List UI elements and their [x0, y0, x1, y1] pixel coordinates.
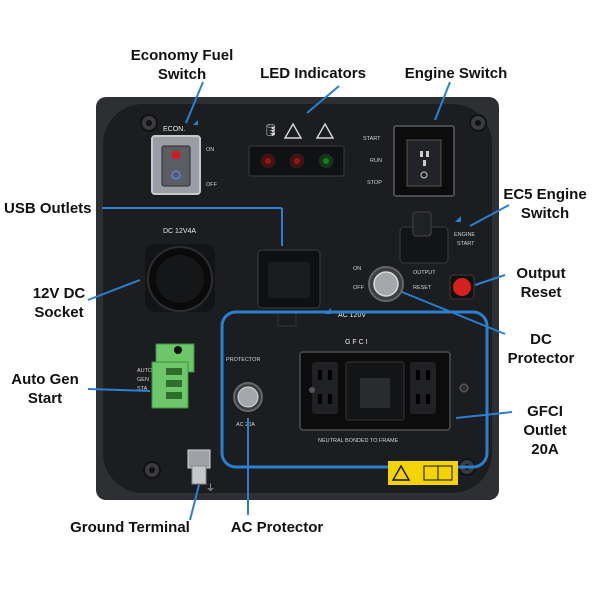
- svg-text:PROTECTOR: PROTECTOR: [226, 357, 260, 363]
- warning-icon: [391, 464, 411, 481]
- ac-section-outline: [220, 310, 489, 469]
- callout-led-indicators: LED Indicators: [260, 65, 366, 82]
- svg-text:RESET: RESET: [413, 285, 432, 291]
- svg-text:START: START: [363, 136, 381, 142]
- svg-text:START: START: [457, 241, 475, 247]
- warning-icon: [283, 122, 303, 139]
- svg-text:STA: STA: [137, 386, 148, 392]
- svg-text:G F C I: G F C I: [345, 339, 368, 346]
- svg-text:OUTPUT: OUTPUT: [413, 270, 436, 276]
- ground-icon: ⏚: [206, 483, 215, 493]
- svg-text:ON: ON: [206, 147, 214, 153]
- ac-protector[interactable]: [230, 378, 266, 414]
- oil-warning-icon: 🛢: [263, 123, 278, 137]
- svg-text:AC 120V: AC 120V: [338, 312, 366, 319]
- callout-output-reset: Output Reset: [516, 265, 566, 301]
- warning-icon: [315, 122, 335, 139]
- svg-text:NEUTRAL BONDED TO FRAME: NEUTRAL BONDED TO FRAME: [318, 438, 399, 444]
- ground-terminal[interactable]: ⏚: [187, 449, 215, 493]
- callout-engine-switch: Engine Switch: [404, 65, 508, 82]
- callout-gfci-outlet: GFCI Outlet 20A: [523, 403, 567, 458]
- engine-switch[interactable]: [393, 125, 455, 197]
- callout-ec5-engine-switch: EC5 Engine Switch: [503, 186, 587, 222]
- led-indicator-panel: 🛢: [248, 122, 345, 177]
- callout-ac-protector: AC Protector: [230, 519, 324, 536]
- callout-ground-terminal: Ground Terminal: [70, 519, 190, 536]
- svg-text:ECON.: ECON.: [163, 126, 185, 133]
- svg-text:RUN: RUN: [370, 158, 382, 164]
- svg-text:AUTO: AUTO: [137, 368, 153, 374]
- gfci-outlet[interactable]: [299, 351, 451, 431]
- callout-auto-gen-start: Auto Gen Start: [11, 371, 79, 407]
- callout-leader-lines: [87, 81, 513, 521]
- svg-text:STOP: STOP: [367, 180, 382, 186]
- svg-text:OFF: OFF: [353, 285, 365, 291]
- usb-outlets[interactable]: [257, 249, 321, 327]
- callout-12v-dc-socket: 12V DC Socket: [32, 285, 86, 321]
- callout-economy-fuel-switch: Economy Fuel Switch: [130, 47, 234, 83]
- svg-text:ENGINE: ENGINE: [454, 232, 475, 238]
- dc-protector[interactable]: ON OFF: [353, 266, 404, 302]
- callout-dc-protector: DC Protector: [507, 331, 575, 367]
- economy-fuel-switch[interactable]: ECON.: [151, 120, 201, 195]
- svg-text:OFF: OFF: [206, 182, 218, 188]
- warning-decal: [388, 461, 458, 485]
- ec5-engine-switch[interactable]: [399, 211, 461, 264]
- svg-text:ON: ON: [353, 266, 361, 272]
- svg-text:AC 20A: AC 20A: [236, 422, 255, 428]
- auto-gen-start-connector[interactable]: [151, 343, 195, 409]
- svg-text:DC 12V4A: DC 12V4A: [163, 228, 196, 235]
- svg-text:GEN: GEN: [137, 377, 149, 383]
- dc-12v-socket[interactable]: [145, 244, 215, 312]
- output-reset-button[interactable]: [449, 274, 475, 300]
- callout-usb-outlets: USB Outlets: [4, 200, 92, 217]
